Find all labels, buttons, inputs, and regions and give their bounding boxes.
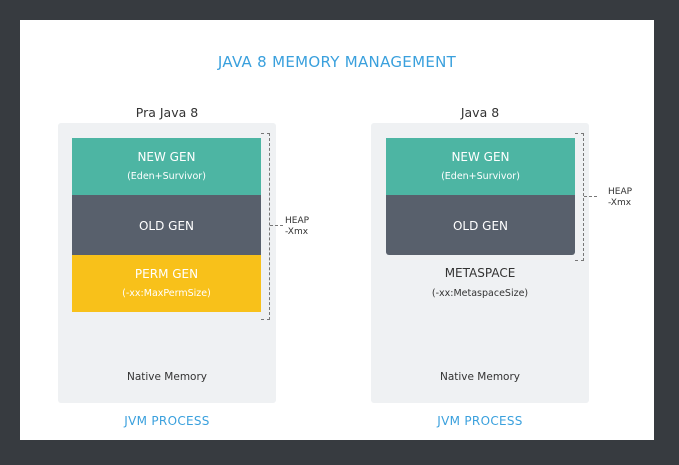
left-old-gen-label: OLD GEN [138, 219, 195, 233]
right-native-memory: Native Memory [439, 371, 521, 383]
left-heap-bracket [261, 133, 270, 320]
right-heap-label-group: HEAP -Xmx [608, 187, 632, 209]
right-heading: Java 8 [460, 105, 500, 120]
right-heap-bracket [575, 133, 584, 261]
left-native-memory: Native Memory [126, 371, 208, 383]
right-old-gen-block: OLD GEN [386, 195, 575, 255]
right-heap-connector [584, 196, 597, 197]
right-jvm-process: JVM PROCESS [437, 414, 523, 428]
right-old-gen-label: OLD GEN [452, 219, 509, 233]
diagram-canvas: JAVA 8 MEMORY MANAGEMENT Pra Java 8 NEW … [20, 20, 654, 440]
left-new-gen-label: NEW GEN [137, 150, 196, 164]
left-heap-label-group: HEAP -Xmx [285, 216, 309, 238]
left-heap-connector [270, 225, 283, 226]
right-heap-label: HEAP [608, 187, 633, 197]
right-new-gen-label: NEW GEN [451, 150, 510, 164]
right-new-gen-sub: (Eden+Survivor) [441, 171, 520, 182]
right-metaspace-label: METASPACE [444, 266, 516, 280]
right-metaspace-sub: (-xx:MetaspaceSize) [431, 288, 529, 299]
left-perm-gen-block: PERM GEN (-xx:MaxPermSize) [72, 255, 261, 312]
left-old-gen-block: OLD GEN [72, 195, 261, 255]
left-heap-label: HEAP [285, 216, 310, 226]
left-heading: Pra Java 8 [135, 105, 199, 120]
right-new-gen-block: NEW GEN (Eden+Survivor) [386, 138, 575, 195]
left-heap-flag: -Xmx [285, 227, 309, 237]
left-jvm-process: JVM PROCESS [124, 414, 210, 428]
right-heap-flag: -Xmx [608, 198, 632, 208]
left-perm-gen-label: PERM GEN [134, 267, 199, 281]
left-new-gen-sub: (Eden+Survivor) [127, 171, 206, 182]
diagram-title: JAVA 8 MEMORY MANAGEMENT [217, 53, 457, 71]
left-new-gen-block: NEW GEN (Eden+Survivor) [72, 138, 261, 195]
left-perm-gen-sub: (-xx:MaxPermSize) [122, 288, 211, 299]
